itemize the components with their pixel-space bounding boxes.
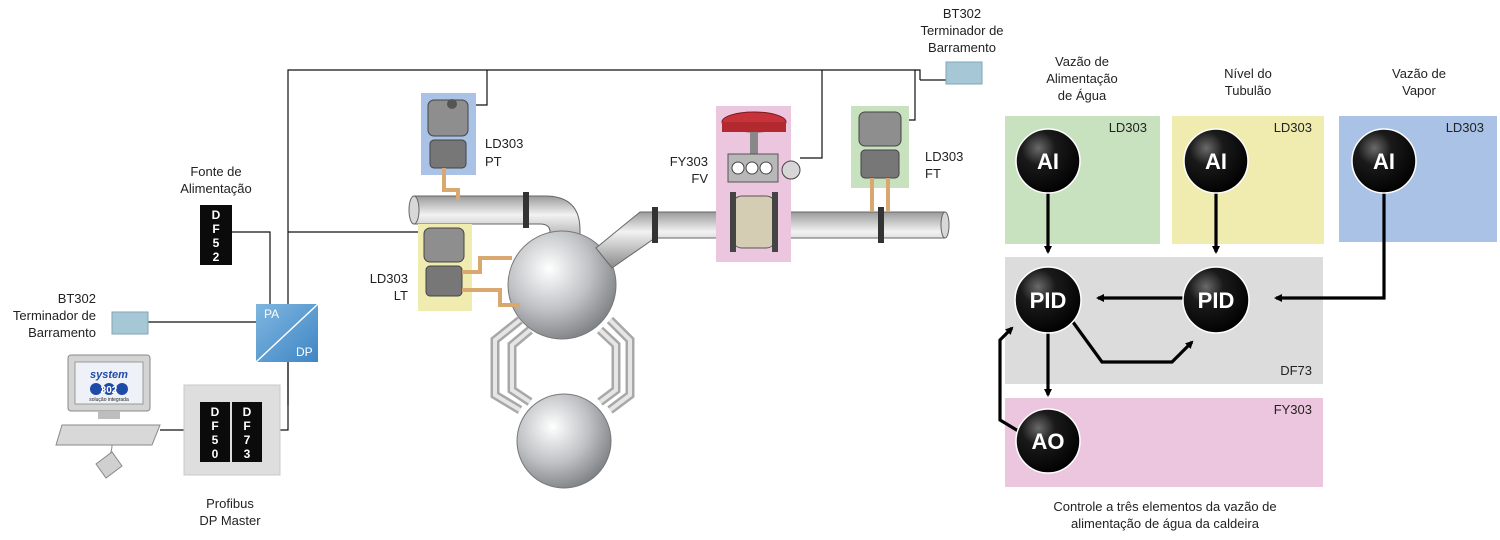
df50-char-4: 0 (212, 447, 219, 461)
ld303-ft-line1: LD303 (925, 149, 963, 164)
bt302-top-line1: BT302 (943, 6, 981, 21)
df73-char-4: 3 (244, 447, 251, 461)
df52-char-3: 5 (213, 236, 220, 250)
tag-ld303-c: LD303 (1446, 120, 1484, 135)
profibus-dp-master-rack: D F 5 0 D F 7 3 (183, 384, 281, 476)
df52-char-2: F (212, 222, 219, 236)
tag-df73: DF73 (1280, 363, 1312, 378)
ld303-lt-line2: LT (394, 288, 408, 303)
tag-fy303: FY303 (1274, 402, 1312, 417)
fy303-fv-line1: FY303 (670, 154, 708, 169)
fonte-line1: Fonte de (190, 164, 241, 179)
df52-char-4: 2 (213, 250, 220, 264)
bt302-top-line3: Barramento (928, 40, 996, 55)
fieldbus-wiring (148, 69, 946, 431)
df73-char-3: 7 (244, 433, 251, 447)
workstation-computer: system 302 solução integrada (55, 354, 161, 479)
df52-char-1: D (212, 208, 221, 222)
fonte-label: Fonte de Alimentação (180, 164, 252, 196)
bt302-left-line2: Terminador de (13, 308, 96, 323)
bt302-top-line2: Terminador de (920, 23, 1003, 38)
tag-ld303-a: LD303 (1109, 120, 1147, 135)
header-vazao-agua-2: Alimentação (1046, 71, 1118, 86)
block-ai-water: AI (1015, 128, 1081, 194)
pa-label: PA (264, 307, 279, 321)
dp-label: DP (296, 345, 313, 359)
df73-char-1: D (243, 405, 252, 419)
ld303-lt-transmitter: LD303 LT (370, 224, 520, 311)
system-logo-text: system (90, 369, 128, 381)
system-logo-number: 302 (101, 385, 118, 396)
df52-power-supply: D F 5 2 (200, 205, 232, 265)
ld303-pt-line2: PT (485, 154, 502, 169)
pa-dp-coupler: PA DP (255, 303, 319, 363)
boiler-process (408, 192, 950, 489)
fy303-fv-control-valve: FY303 FV (670, 106, 801, 262)
control-strategy: Vazão de Alimentação de Água Nível do Tu… (998, 54, 1497, 531)
block-ai-steam: AI (1351, 128, 1417, 194)
ld303-ft-line2: FT (925, 166, 941, 181)
fy303-fv-line2: FV (691, 171, 708, 186)
ao-label: AO (1032, 429, 1065, 454)
df50-char-3: 5 (212, 433, 219, 447)
bt302-left-line1: BT302 (58, 291, 96, 306)
ld303-ft-transmitter: LD303 FT (851, 106, 963, 212)
header-vapor-1: Vazão de (1392, 66, 1446, 81)
header-vazao-agua-3: de Água (1058, 88, 1107, 103)
ai-water-label: AI (1037, 149, 1059, 174)
block-pid-level: PID (1182, 266, 1250, 334)
pid-flow-label: PID (1030, 288, 1067, 313)
caption-line1: Controle a três elementos da vazão de (1053, 499, 1276, 514)
header-vazao-agua-1: Vazão de (1055, 54, 1109, 69)
profibus-line2: DP Master (199, 513, 261, 528)
ai-level-label: AI (1205, 149, 1227, 174)
bt302-top-label: BT302 Terminador de Barramento (920, 6, 1003, 55)
ld303-pt-line1: LD303 (485, 136, 523, 151)
block-pid-flow: PID (1014, 266, 1082, 334)
caption-line2: alimentação de água da caldeira (1071, 516, 1260, 531)
profibus-label: Profibus DP Master (199, 496, 261, 528)
bt302-left-label: BT302 Terminador de Barramento (13, 291, 96, 340)
ld303-pt-transmitter: LD303 PT (421, 93, 523, 200)
header-nivel-1: Nível do (1224, 66, 1272, 81)
bt302-left-terminator (111, 311, 149, 335)
ld303-lt-line1: LD303 (370, 271, 408, 286)
header-nivel-2: Tubulão (1225, 83, 1272, 98)
header-vapor-2: Vapor (1402, 83, 1436, 98)
fonte-line2: Alimentação (180, 181, 252, 196)
tag-ld303-b: LD303 (1274, 120, 1312, 135)
ai-steam-label: AI (1373, 149, 1395, 174)
bt302-left-line3: Barramento (28, 325, 96, 340)
df50-char-1: D (211, 405, 220, 419)
df73-char-2: F (243, 419, 250, 433)
system-logo-tag: solução integrada (89, 397, 129, 403)
profibus-line1: Profibus (206, 496, 254, 511)
block-ai-level: AI (1183, 128, 1249, 194)
pid-level-label: PID (1198, 288, 1235, 313)
df50-char-2: F (211, 419, 218, 433)
bt302-top-terminator (945, 61, 983, 85)
block-ao: AO (1015, 408, 1081, 474)
